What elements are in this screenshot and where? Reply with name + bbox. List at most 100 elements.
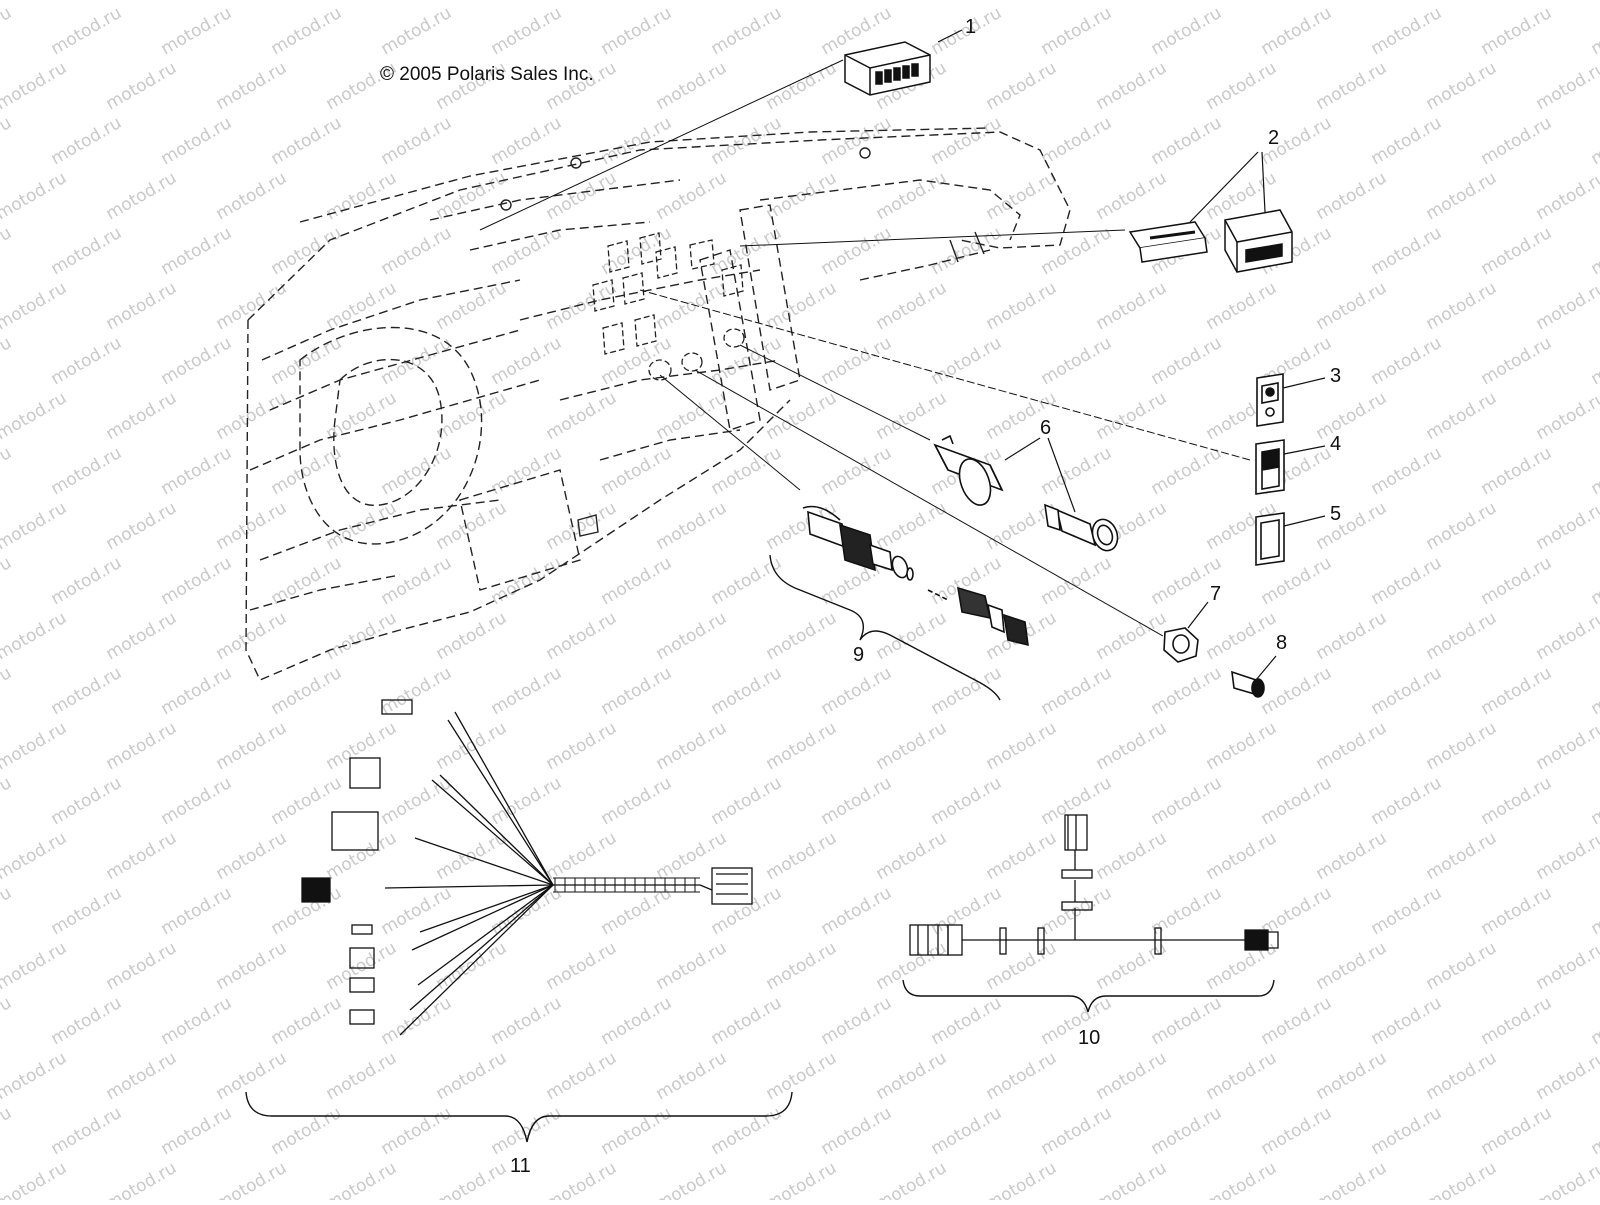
watermark-text: motod.ru bbox=[653, 718, 731, 774]
watermark-text: motod.ru bbox=[0, 443, 15, 499]
watermark-text: motod.ru bbox=[543, 608, 621, 664]
watermark-text: motod.ru bbox=[983, 278, 1061, 334]
watermark-text: motod.ru bbox=[158, 223, 236, 279]
callout-1: 1 bbox=[965, 17, 976, 37]
copyright-notice: © 2005 Polaris Sales Inc. bbox=[380, 64, 594, 86]
watermark-text: motod.ru bbox=[598, 883, 676, 939]
watermark-text: motod.ru bbox=[873, 498, 951, 554]
watermark-text: motod.ru bbox=[378, 773, 456, 829]
watermark-text: motod.ru bbox=[708, 3, 786, 59]
callout-7: 7 bbox=[1210, 584, 1221, 604]
watermark-text: motod.ru bbox=[1313, 828, 1391, 884]
watermark-text: motod.ru bbox=[1423, 58, 1501, 114]
watermark-text: motod.ru bbox=[1203, 58, 1281, 114]
watermark-text: motod.ru bbox=[873, 1048, 951, 1104]
watermark-text: motod.ru bbox=[1533, 828, 1600, 884]
watermark-text: motod.ru bbox=[378, 333, 456, 389]
watermark-text: motod.ru bbox=[0, 828, 70, 884]
watermark-text: motod.ru bbox=[1478, 993, 1556, 1049]
watermark-text: motod.ru bbox=[488, 443, 566, 499]
watermark-text: motod.ru bbox=[213, 388, 291, 444]
watermark-text: motod.ru bbox=[983, 58, 1061, 114]
watermark-text: motod.ru bbox=[48, 773, 126, 829]
watermark-text: motod.ru bbox=[653, 498, 731, 554]
watermark-text: motod.ru bbox=[213, 58, 291, 114]
watermark-text: motod.ru bbox=[763, 938, 841, 994]
callout-2: 2 bbox=[1268, 128, 1279, 148]
watermark-text: motod.ru bbox=[0, 1048, 70, 1104]
watermark-text: motod.ru bbox=[0, 58, 70, 114]
callout-11: 11 bbox=[510, 1156, 531, 1176]
watermark-text: motod.ru bbox=[928, 993, 1006, 1049]
watermark-text: motod.ru bbox=[1148, 443, 1226, 499]
watermark-text: motod.ru bbox=[1533, 1158, 1600, 1200]
watermark-text: motod.ru bbox=[323, 938, 401, 994]
watermark-text: motod.ru bbox=[1313, 938, 1391, 994]
watermark-text: motod.ru bbox=[158, 113, 236, 169]
watermark-text: motod.ru bbox=[213, 938, 291, 994]
watermark-text: motod.ru bbox=[1093, 718, 1171, 774]
watermark-text: motod.ru bbox=[1423, 278, 1501, 334]
watermark-text: motod.ru bbox=[1258, 1103, 1336, 1159]
watermark-text: motod.ru bbox=[818, 883, 896, 939]
watermark-text: motod.ru bbox=[598, 443, 676, 499]
watermark-text: motod.ru bbox=[378, 113, 456, 169]
watermark-text: motod.ru bbox=[1368, 333, 1446, 389]
watermark-text: motod.ru bbox=[1478, 663, 1556, 719]
watermark-text: motod.ru bbox=[103, 168, 181, 224]
watermark-text: motod.ru bbox=[763, 1048, 841, 1104]
watermark-text: motod.ru bbox=[1148, 773, 1226, 829]
callout-9: 9 bbox=[853, 645, 864, 665]
watermark-text: motod.ru bbox=[928, 1103, 1006, 1159]
watermark-text: motod.ru bbox=[1423, 608, 1501, 664]
callout-6: 6 bbox=[1040, 418, 1051, 438]
watermark-text: motod.ru bbox=[653, 58, 731, 114]
watermark-text: motod.ru bbox=[1148, 3, 1226, 59]
watermark-text: motod.ru bbox=[1038, 553, 1116, 609]
watermark-text: motod.ru bbox=[48, 223, 126, 279]
watermark-text: motod.ru bbox=[0, 113, 15, 169]
watermark-text: motod.ru bbox=[0, 1103, 15, 1159]
watermark-text: motod.ru bbox=[653, 828, 731, 884]
watermark-text: motod.ru bbox=[983, 1158, 1061, 1200]
watermark-text: motod.ru bbox=[1148, 333, 1226, 389]
part-4-switch bbox=[1256, 440, 1284, 494]
watermark-text: motod.ru bbox=[323, 718, 401, 774]
leader-8 bbox=[1256, 656, 1276, 680]
watermark-text: motod.ru bbox=[48, 883, 126, 939]
watermark-text: motod.ru bbox=[1093, 278, 1171, 334]
watermark-text: motod.ru bbox=[1203, 828, 1281, 884]
watermark-text: motod.ru bbox=[818, 333, 896, 389]
watermark-text: motod.ru bbox=[598, 1103, 676, 1159]
watermark-text: motod.ru bbox=[653, 938, 731, 994]
watermark-text: motod.ru bbox=[983, 1048, 1061, 1104]
watermark-text: motod.ru bbox=[873, 168, 951, 224]
watermark-text: motod.ru bbox=[1533, 718, 1600, 774]
watermark-text: motod.ru bbox=[653, 608, 731, 664]
watermark-text: motod.ru bbox=[158, 333, 236, 389]
leader-7 bbox=[1188, 602, 1208, 628]
watermark-text: motod.ru bbox=[103, 1158, 181, 1200]
watermark-text: motod.ru bbox=[1258, 3, 1336, 59]
watermark-text: motod.ru bbox=[103, 718, 181, 774]
watermark-text: motod.ru bbox=[1423, 828, 1501, 884]
watermark-text: motod.ru bbox=[1588, 223, 1600, 279]
watermark-text: motod.ru bbox=[1203, 1158, 1281, 1200]
watermark-text: motod.ru bbox=[1313, 278, 1391, 334]
watermark-text: motod.ru bbox=[268, 993, 346, 1049]
watermark-text: motod.ru bbox=[1423, 1158, 1501, 1200]
watermark-text: motod.ru bbox=[1038, 1103, 1116, 1159]
watermark-text: motod.ru bbox=[708, 443, 786, 499]
watermark-text: motod.ru bbox=[1478, 443, 1556, 499]
watermark-text: motod.ru bbox=[158, 663, 236, 719]
watermark-text: motod.ru bbox=[763, 278, 841, 334]
watermark-text: motod.ru bbox=[48, 553, 126, 609]
watermark-text: motod.ru bbox=[433, 1048, 511, 1104]
watermark-text: motod.ru bbox=[708, 773, 786, 829]
watermark-text: motod.ru bbox=[433, 718, 511, 774]
watermark-text: motod.ru bbox=[1093, 1158, 1171, 1200]
watermark-text: motod.ru bbox=[378, 993, 456, 1049]
watermark-text: motod.ru bbox=[1588, 443, 1600, 499]
watermark-text: motod.ru bbox=[1258, 663, 1336, 719]
